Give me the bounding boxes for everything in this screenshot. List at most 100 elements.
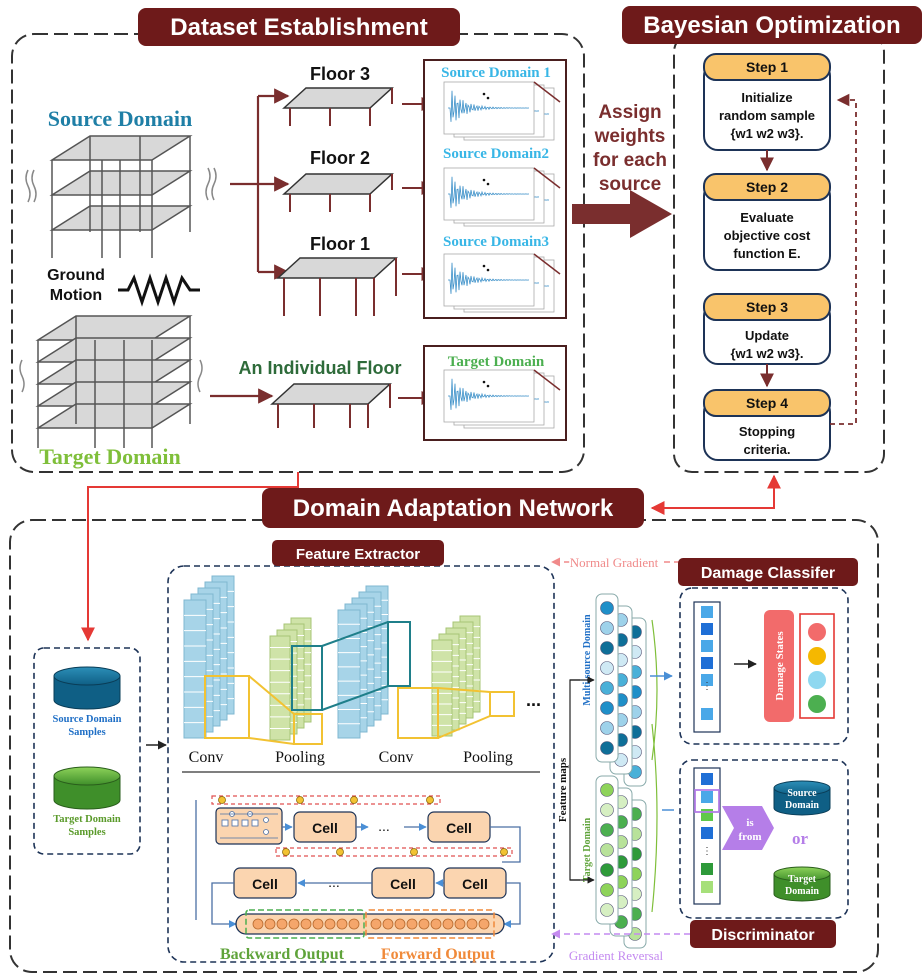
disc-source-line2: Domain	[785, 800, 819, 811]
vector-unit	[701, 606, 713, 618]
dan-to-bayesian-arrow	[650, 474, 781, 515]
step3-card: Step 3 Update {w1 w2 w3}.	[703, 293, 831, 365]
signal-trace	[448, 176, 529, 208]
damage-states-label: Damage States	[774, 631, 786, 701]
dot	[482, 380, 486, 384]
signal-stack-2	[443, 167, 561, 227]
backward-output-label: Backward Output	[220, 946, 345, 963]
step3-line2: {w1 w2 w3}.	[731, 346, 804, 361]
signal-depth-line	[533, 81, 561, 103]
signal-trace	[448, 90, 529, 122]
vector-unit	[701, 640, 713, 652]
disc-target-line1: Target	[788, 874, 817, 885]
dataset-banner	[138, 8, 460, 46]
signal-depth-line	[533, 369, 561, 391]
step1-card: Step 1 Initialize random sample {w1 w2 w…	[703, 53, 831, 151]
output-unit	[454, 918, 466, 930]
damage-state-dots	[808, 623, 826, 713]
bayesian-banner-text: Bayesian Optimization	[643, 12, 900, 39]
feature-node	[600, 803, 614, 817]
vector-unit	[701, 809, 713, 821]
output-units	[252, 918, 490, 930]
step2-line3: function E.	[733, 246, 800, 261]
feature-extractor-banner	[272, 540, 444, 566]
damage-classifier-banner	[678, 558, 858, 586]
target-building-icon	[35, 315, 193, 448]
vector-unit	[701, 791, 713, 803]
output-unit	[478, 918, 490, 930]
lstm-backward-cell-3-label: Cell	[462, 876, 488, 892]
step4-card: Step 4 Stopping criteria.	[703, 389, 831, 461]
dan-banner	[262, 488, 644, 528]
step3-title: Step 3	[746, 299, 788, 315]
lstm-forward-cell-1-label: Cell	[312, 820, 338, 836]
damage-classifier-title: Damage Classifer	[701, 565, 835, 582]
cnn-ellipsis: ...	[526, 690, 541, 710]
feature-node	[600, 681, 614, 695]
feature-node	[600, 903, 614, 917]
dan-section: Domain Adaptation Network Source Domain …	[9, 472, 879, 973]
output-unit	[336, 918, 348, 930]
lstm-section: Cell ... Cell Cell ... Cell Cell	[195, 795, 521, 963]
conv2-stack	[337, 585, 389, 739]
cnn-layers	[183, 575, 481, 741]
output-unit	[348, 918, 360, 930]
step4-title: Step 4	[746, 395, 788, 411]
damage-states-block	[764, 610, 794, 722]
source-domain-label: Source Domain	[48, 106, 192, 131]
lstm-forward-cell-2-label: Cell	[446, 820, 472, 836]
floor1-label: Floor 1	[310, 234, 370, 254]
vector-unit	[701, 623, 713, 635]
step1-line3: {w1 w2 w3}.	[731, 126, 804, 141]
feature-extractor-title: Feature Extractor	[296, 546, 420, 563]
output-unit	[394, 918, 406, 930]
target-domain-label: Target Domain	[39, 444, 181, 469]
lstm-backward-cell-1-label: Cell	[252, 876, 278, 892]
damage-state-dot	[808, 623, 826, 641]
vector-unit	[701, 708, 713, 720]
signal-stack-3	[443, 253, 561, 313]
step1-line2: random sample	[719, 108, 815, 123]
output-unit	[276, 918, 288, 930]
feature-node	[600, 621, 614, 635]
output-unit	[324, 918, 336, 930]
source-samples-cylinder-icon	[53, 666, 121, 710]
floor2-label: Floor 2	[310, 148, 370, 168]
source-domain-2-label: Source Domain2	[443, 146, 549, 162]
signal-trace	[448, 262, 529, 294]
pool2-label: Pooling	[463, 749, 513, 766]
source-domain-3-label: Source Domain3	[443, 234, 549, 250]
conv1-label: Conv	[189, 749, 224, 766]
dataset-banner-text: Dataset Establishment	[170, 14, 427, 41]
ground-motion-line1: Ground	[47, 267, 105, 284]
signal-stack-1	[443, 81, 561, 141]
bayesian-section: Bayesian Optimization Step 1 Initialize …	[622, 6, 922, 473]
vector-unit	[701, 863, 713, 875]
output-unit	[430, 918, 442, 930]
feature-node	[600, 661, 614, 675]
output-unit	[466, 918, 478, 930]
step1-title: Step 1	[746, 59, 788, 75]
is-from-line2: from	[738, 831, 761, 843]
step4-line2: criteria.	[744, 442, 791, 457]
ground-motion-zigzag	[118, 273, 200, 307]
output-unit	[382, 918, 394, 930]
damage-classifier-box	[679, 587, 849, 745]
feature-node	[600, 701, 614, 715]
step3-line1: Update	[745, 328, 789, 343]
target-samples-line1: Target Domain	[53, 814, 121, 825]
signal-depth-line	[533, 167, 561, 189]
source-building-icon	[49, 135, 193, 258]
samples-box	[33, 647, 141, 855]
step2-line2: objective cost	[724, 228, 811, 243]
step2-title: Step 2	[746, 179, 788, 195]
dot	[486, 268, 490, 272]
lstm-forward-ellipsis: ...	[378, 818, 390, 834]
dot	[486, 182, 490, 186]
step4-line1: Stopping	[739, 424, 795, 439]
feature-node	[600, 823, 614, 837]
step1-line1: Initialize	[741, 90, 792, 105]
damage-state-dot	[808, 647, 826, 665]
output-unit	[418, 918, 430, 930]
